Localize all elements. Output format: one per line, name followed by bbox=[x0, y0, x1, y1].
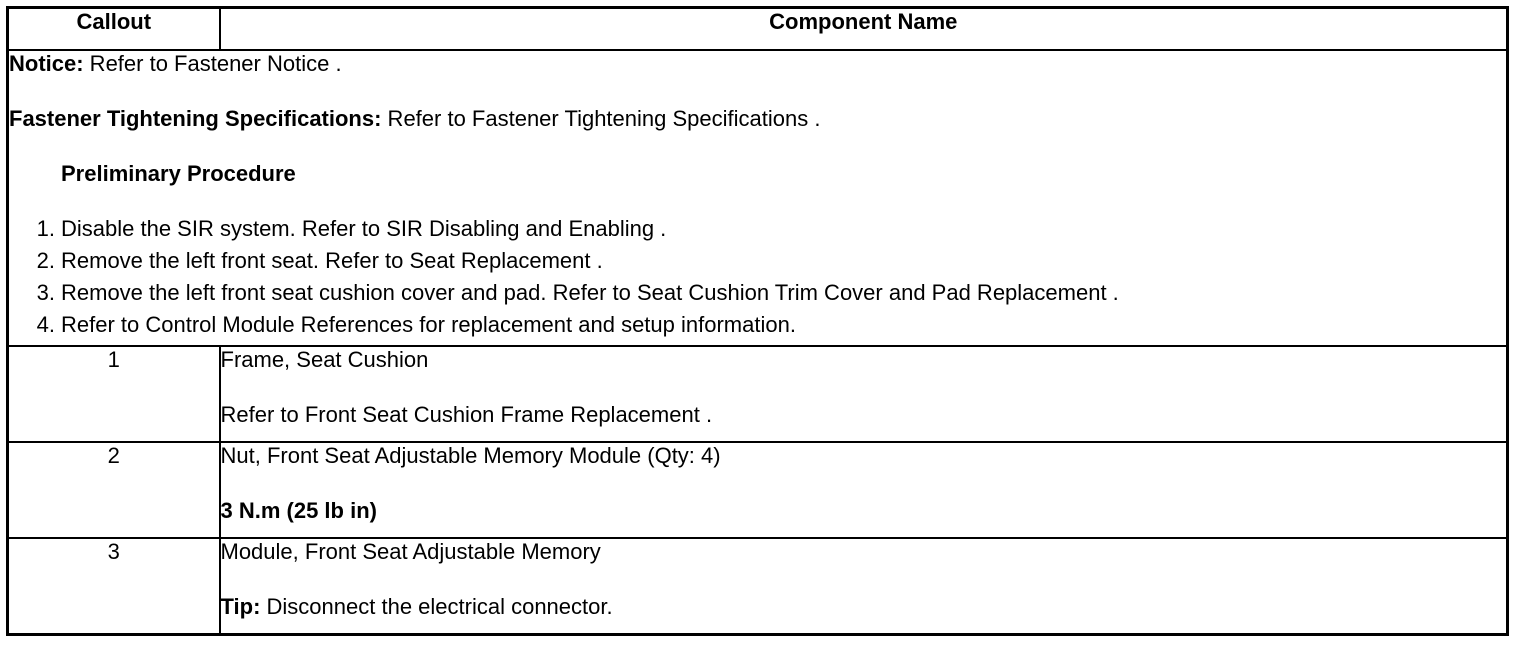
component-cell: Frame, Seat Cushion Refer to Front Seat … bbox=[218, 345, 1509, 443]
spec-line: Fastener Tightening Specifications: Refe… bbox=[9, 106, 1506, 132]
notes-row: Notice: Refer to Fastener Notice . Faste… bbox=[6, 49, 1509, 347]
component-table: Callout Component Name Notice: Refer to … bbox=[6, 6, 1509, 636]
notice-label: Notice: bbox=[9, 51, 84, 76]
component-cell: Nut, Front Seat Adjustable Memory Module… bbox=[218, 441, 1509, 539]
callout-cell: 2 bbox=[6, 441, 221, 539]
notice-line: Notice: Refer to Fastener Notice . bbox=[9, 51, 1506, 77]
callout-cell: 1 bbox=[6, 345, 221, 443]
table-row: 2 Nut, Front Seat Adjustable Memory Modu… bbox=[6, 441, 1509, 539]
component-detail: 3 N.m (25 lb in) bbox=[220, 498, 377, 523]
component-detail: Refer to Front Seat Cushion Frame Replac… bbox=[220, 402, 713, 427]
preliminary-heading: Preliminary Procedure bbox=[61, 161, 296, 186]
tip-label: Tip: bbox=[220, 594, 261, 619]
notice-text: Refer to Fastener Notice . bbox=[83, 51, 342, 76]
callout-cell: 3 bbox=[6, 537, 221, 636]
list-item: 4.Refer to Control Module References for… bbox=[36, 312, 796, 337]
table-row: 3 Module, Front Seat Adjustable Memory T… bbox=[6, 537, 1509, 636]
list-item: 3.Remove the left front seat cushion cov… bbox=[36, 280, 1119, 305]
header-component-name: Component Name bbox=[218, 6, 1509, 51]
list-item: 2.Remove the left front seat. Refer to S… bbox=[36, 248, 603, 273]
spec-text: Refer to Fastener Tightening Specificati… bbox=[381, 106, 821, 131]
table-header-row: Callout Component Name bbox=[6, 6, 1509, 51]
component-detail: Tip: Disconnect the electrical connector… bbox=[220, 594, 613, 619]
component-name: Nut, Front Seat Adjustable Memory Module… bbox=[220, 443, 721, 468]
component-name: Frame, Seat Cushion bbox=[220, 347, 429, 372]
list-item: 1.Disable the SIR system. Refer to SIR D… bbox=[36, 216, 667, 241]
component-name: Module, Front Seat Adjustable Memory bbox=[220, 539, 601, 564]
procedure-steps: 1.Disable the SIR system. Refer to SIR D… bbox=[9, 213, 1506, 341]
spec-label: Fastener Tightening Specifications: bbox=[9, 106, 382, 131]
table-row: 1 Frame, Seat Cushion Refer to Front Sea… bbox=[6, 345, 1509, 443]
header-callout: Callout bbox=[6, 6, 221, 51]
component-cell: Module, Front Seat Adjustable Memory Tip… bbox=[218, 537, 1509, 636]
notes-cell: Notice: Refer to Fastener Notice . Faste… bbox=[6, 49, 1509, 347]
